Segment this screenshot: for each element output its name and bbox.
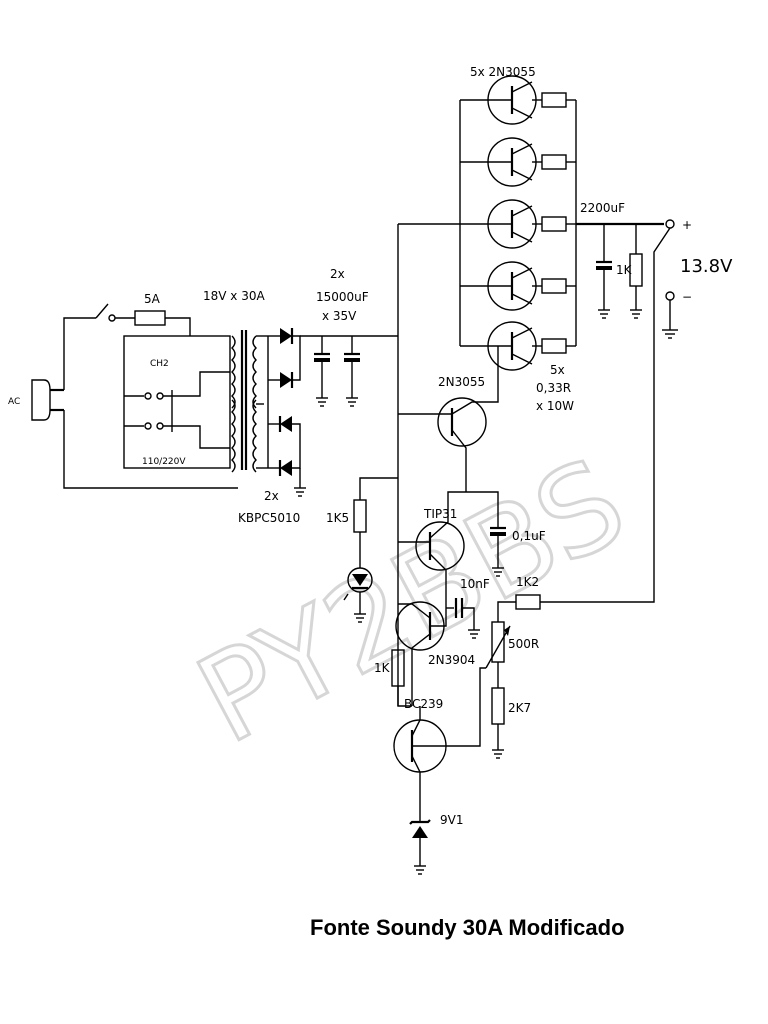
emitter-res-power: x 10W <box>536 399 574 413</box>
c-01-label: 0,1uF <box>512 529 546 543</box>
ac-label: AC <box>8 397 20 407</box>
bleeder-resistor <box>629 224 643 319</box>
rectifier-count: 2x <box>264 489 279 503</box>
ground-icon <box>468 629 480 639</box>
rectifier-bridge <box>267 328 301 488</box>
output-minus-label: − <box>682 290 692 304</box>
filter-cap-count: 2x <box>330 267 345 281</box>
transformer-label: 18V x 30A <box>203 289 265 303</box>
rectifier-part: KBPC5010 <box>238 511 300 525</box>
fuse-label: 5A <box>144 292 161 306</box>
voltage-selector-switch <box>123 335 231 469</box>
r-500-label: 500R <box>508 637 539 651</box>
driver-t4-label: BC239 <box>404 697 443 711</box>
driver-transistor-2n3904 <box>395 590 447 706</box>
transformer-icon <box>231 330 257 473</box>
ground-icon <box>662 329 678 339</box>
filter-capacitor-1 <box>314 336 330 407</box>
filter-cap-voltage: x 35V <box>322 309 357 323</box>
driver-transistor-2n3055 <box>398 346 499 492</box>
emitter-res-count: 5x <box>550 363 565 377</box>
output-plus-label: + <box>682 218 692 232</box>
output-voltage-label: 13.8V <box>680 256 733 277</box>
switch-label: CH2 <box>150 359 169 369</box>
r-1k5-label: 1K5 <box>326 511 349 525</box>
capacitor-01uf <box>490 526 506 577</box>
ground-icon <box>294 487 306 497</box>
zener-label: 9V1 <box>440 813 463 827</box>
ground-icon <box>492 749 504 759</box>
driver-t3-label: 2N3904 <box>428 653 475 667</box>
driver-transistor-tip31 <box>398 491 466 590</box>
zener-diode-icon <box>409 819 431 838</box>
resistor-1k5 <box>353 499 367 533</box>
ground-icon <box>414 865 426 875</box>
driver-t2-label: TIP31 <box>423 507 457 521</box>
page-title: Fonte Soundy 30A Modificado <box>310 915 625 940</box>
output-capacitor <box>596 224 612 319</box>
bleeder-label: 1K <box>616 263 633 277</box>
driver-t1-label: 2N3055 <box>438 375 485 389</box>
emitter-resistors <box>532 92 577 354</box>
output-plus-terminal <box>665 219 675 229</box>
resistor-2k7 <box>491 687 505 725</box>
ac-plug-icon <box>31 379 64 421</box>
power-switch-icon <box>95 303 116 322</box>
r-1k-label: 1K <box>374 661 391 675</box>
pass-transistor-label: 5x 2N3055 <box>470 65 536 79</box>
fuse-icon <box>134 310 166 326</box>
output-cap-label: 2200uF <box>580 201 625 215</box>
transistor-bc239 <box>393 706 447 822</box>
c-10n-label: 10nF <box>460 577 490 591</box>
output-minus-terminal <box>665 291 675 301</box>
pass-transistor-2 <box>487 137 537 187</box>
r-1k2-label: 1K2 <box>516 575 539 589</box>
filter-capacitor-2 <box>344 336 360 407</box>
switch-voltage-label: 110/220V <box>142 457 186 467</box>
r-2k7-label: 2K7 <box>508 701 531 715</box>
ground-icon <box>354 613 366 623</box>
emitter-res-value: 0,33R <box>536 381 571 395</box>
filter-cap-value: 15000uF <box>316 290 369 304</box>
